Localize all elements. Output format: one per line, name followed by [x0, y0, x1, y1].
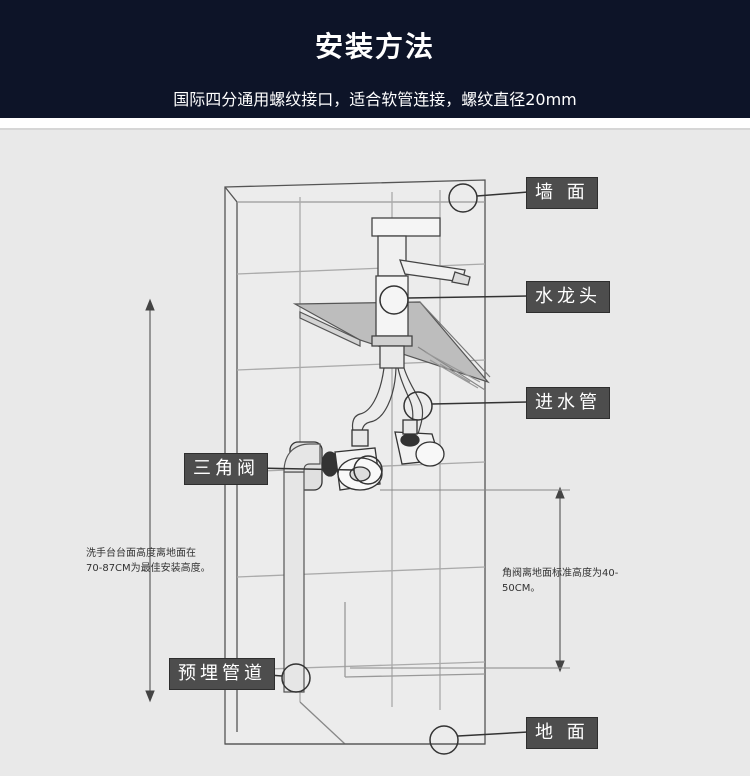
label-wall: 墙 面 [526, 177, 598, 209]
page-subtitle: 国际四分通用螺纹接口，适合软管连接，螺纹直径20mm [0, 86, 750, 110]
diagram-drawing [0, 130, 750, 776]
note-valve-height: 角阀离地面标准高度为40-50CM。 [502, 566, 638, 596]
label-angle-valve: 三角阀 [184, 453, 268, 485]
page-title: 安装方法 [0, 25, 750, 65]
label-inlet-pipe: 进水管 [526, 387, 610, 419]
header-banner: 安装方法 国际四分通用螺纹接口，适合软管连接，螺纹直径20mm [0, 0, 750, 118]
label-faucet: 水龙头 [526, 281, 610, 313]
installation-diagram: 墙 面 水龙头 进水管 三角阀 预埋管道 地 面 洗手台台面高度离地面在70-8… [0, 128, 750, 776]
label-floor: 地 面 [526, 717, 598, 749]
note-basin-height: 洗手台台面高度离地面在70-87CM为最佳安装高度。 [86, 546, 212, 576]
label-embedded-pipe: 预埋管道 [169, 658, 275, 690]
